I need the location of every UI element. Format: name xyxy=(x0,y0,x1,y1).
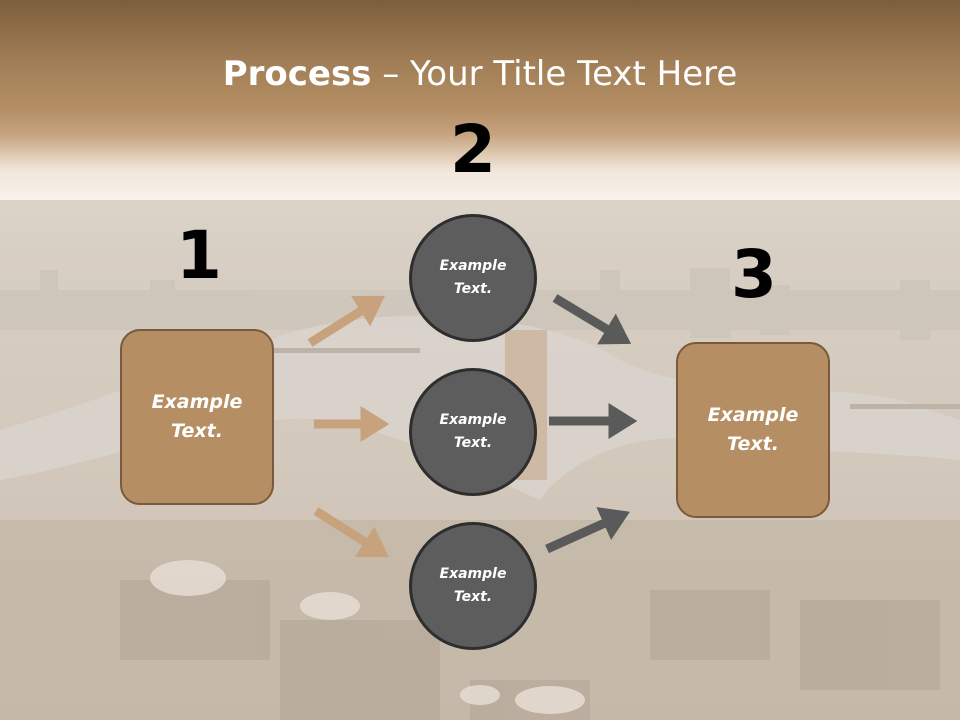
step-number-1: 1 xyxy=(176,217,222,294)
arrow-left-to-bottom xyxy=(313,507,389,558)
circle-middle-text: Example Text. xyxy=(439,412,507,451)
circle-top-text: Example Text. xyxy=(439,258,507,297)
title-rest: – Your Title Text Here xyxy=(371,54,738,94)
arrow-left-to-top xyxy=(307,295,385,347)
left-process-box: Example Text. xyxy=(120,329,274,505)
title-bold: Process xyxy=(222,54,372,94)
arrow-bottom-to-right xyxy=(545,507,630,554)
step-number-2: 2 xyxy=(450,111,496,188)
circle-top: Example Text. xyxy=(409,214,537,342)
slide-title: Process – Your Title Text Here xyxy=(0,52,960,96)
circle-bottom: Example Text. xyxy=(409,522,537,650)
step-number-3: 3 xyxy=(731,236,777,313)
circle-middle: Example Text. xyxy=(409,368,537,496)
left-box-text: Example Text. xyxy=(151,391,243,442)
right-process-box: Example Text. xyxy=(676,342,830,518)
arrow-top-to-right xyxy=(552,294,632,345)
right-box-text: Example Text. xyxy=(707,404,799,455)
circle-bottom-text: Example Text. xyxy=(439,566,507,605)
title-band xyxy=(0,0,960,200)
